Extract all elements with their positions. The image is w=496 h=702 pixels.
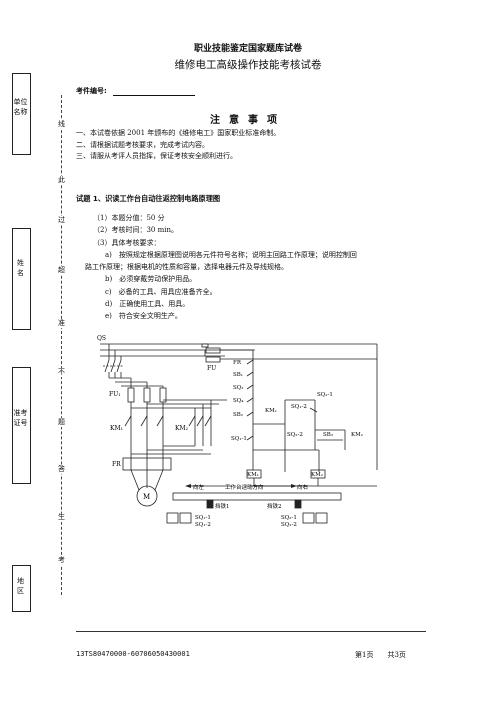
sq3-label: SQ₃ bbox=[233, 385, 243, 391]
unit-name-label: 单位名称 bbox=[13, 98, 28, 116]
unit-name-box bbox=[12, 73, 31, 155]
requirement-a: a) 按照规定根据原理图说明各元件符号名称；说明主回路工作原理；说明控制回 bbox=[105, 250, 357, 259]
exam-code-field[interactable] bbox=[113, 95, 195, 96]
sb3-label: SB₃ bbox=[323, 432, 333, 438]
sq22-label: SQ₂-2 bbox=[287, 432, 303, 438]
seal-char: 考 bbox=[56, 556, 67, 565]
km1-main-label: KM₁ bbox=[110, 425, 123, 432]
score-line: （1）本题分值：50 分 bbox=[93, 214, 165, 222]
paper-code: 13TS80470000-60706050430001 bbox=[76, 650, 190, 658]
seal-char: 生 bbox=[56, 513, 67, 522]
requirement-b: b) 必须穿戴劳动保护用品。 bbox=[105, 275, 197, 284]
seal-char: 超 bbox=[56, 266, 67, 275]
sq4-label: SQ₄ bbox=[233, 398, 244, 404]
circuit-diagram: QS FU₁ FU KM₁ KM₂ FR M FR SB₁ SQ₃ SQ₄ SB… bbox=[97, 335, 378, 528]
stop-block-2-label: 挡铁2 bbox=[267, 502, 282, 510]
requirement-e: e) 符合安全文明生产。 bbox=[105, 312, 182, 321]
fu1-label: FU₁ bbox=[109, 391, 121, 398]
left-direction-label: 向左 bbox=[193, 483, 205, 491]
lsq12-label: SQ₁-2 bbox=[195, 522, 211, 528]
seal-char: 线 bbox=[56, 120, 67, 129]
qs-label: QS bbox=[97, 335, 106, 342]
sq21-label: SQ₂-1 bbox=[317, 392, 333, 398]
sb2-label: SB₂ bbox=[233, 412, 243, 418]
seal-char: 准 bbox=[56, 319, 67, 328]
exam-title: 维修电工高级操作技能考核试卷 bbox=[174, 59, 322, 71]
sq12-label: SQ₁-2 bbox=[291, 404, 307, 410]
candidate-name-label: 姓 名 bbox=[17, 259, 31, 277]
page-number: 第1页 共3页 bbox=[355, 651, 406, 659]
sb1-label: SB₁ bbox=[233, 372, 243, 378]
time-line: （2）考核时间：30 min。 bbox=[93, 226, 178, 235]
right-direction-label: 向右 bbox=[297, 483, 309, 491]
km1-coil-label: KM₁ bbox=[247, 472, 259, 478]
movement-direction-label: 工作台运动方向 bbox=[225, 483, 264, 491]
exam-bank-title: 职业技能鉴定国家题库试卷 bbox=[193, 44, 302, 54]
footer-divider bbox=[76, 631, 426, 632]
motor-label: M bbox=[143, 493, 150, 501]
requirement-d: d) 正确使用工具、用具。 bbox=[105, 300, 190, 309]
seal-char: 题 bbox=[56, 418, 67, 427]
requirement-heading: （3）具体考核要求： bbox=[93, 238, 161, 247]
region-label: 地 区 bbox=[17, 577, 31, 595]
region-box bbox=[12, 565, 31, 612]
km2-main-label: KM₂ bbox=[175, 425, 189, 432]
exam-code-label: 考件编号: bbox=[76, 87, 107, 95]
seal-char: 不 bbox=[56, 368, 67, 377]
notice-item: 二、请根据试题考核要求，完成考试内容。 bbox=[76, 140, 209, 149]
km1-contact-label: KM₁ bbox=[265, 408, 277, 414]
requirement-c: c) 必备的工具、用具应准备齐全。 bbox=[105, 287, 217, 296]
candidate-name-box bbox=[12, 228, 31, 330]
seal-char: 此 bbox=[56, 176, 67, 185]
lsq11-label: SQ₁-1 bbox=[195, 515, 211, 521]
km2-coil-label: KM₂ bbox=[311, 472, 323, 478]
km2-contact-label: KM₂ bbox=[351, 432, 363, 438]
notice-list: 一、本试卷依据 2001 年颁布的《维修电工》国家职业标准命制。 二、请根据试题… bbox=[76, 128, 280, 163]
cert-number-label: 准考证号 bbox=[13, 409, 28, 427]
cert-number-box bbox=[12, 367, 31, 484]
stop-block-1-label: 挡铁1 bbox=[215, 502, 230, 510]
fu-label: FU bbox=[207, 365, 216, 372]
requirement-a-cont: 路工作原理；根据电机的性质和容量，选择电器元件及导线规格。 bbox=[85, 263, 288, 272]
binding-line bbox=[61, 95, 62, 595]
notice-item: 三、请服从考评人员指挥，保证考核安全顺利进行。 bbox=[76, 152, 237, 160]
notice-title: 注意事项 bbox=[210, 115, 286, 126]
lsq21-label: SQ₂-1 bbox=[281, 515, 297, 521]
question-requirements: （1）本题分值：50 分 （2）考核时间：30 min。 （3）具体考核要求： … bbox=[85, 212, 357, 323]
seal-char: 过 bbox=[56, 216, 67, 225]
notice-item: 一、本试卷依据 2001 年颁布的《维修电工》国家职业标准命制。 bbox=[76, 129, 281, 137]
fr-contact-label: FR bbox=[233, 360, 242, 366]
question-title: 试题 1、识读工作台自动往返控制电路原理图 bbox=[76, 194, 221, 203]
fr-label: FR bbox=[112, 461, 121, 468]
lsq22-label: SQ₂-2 bbox=[281, 522, 297, 528]
sq11-label: SQ₁-1 bbox=[231, 436, 247, 442]
seal-char: 答 bbox=[56, 465, 67, 474]
